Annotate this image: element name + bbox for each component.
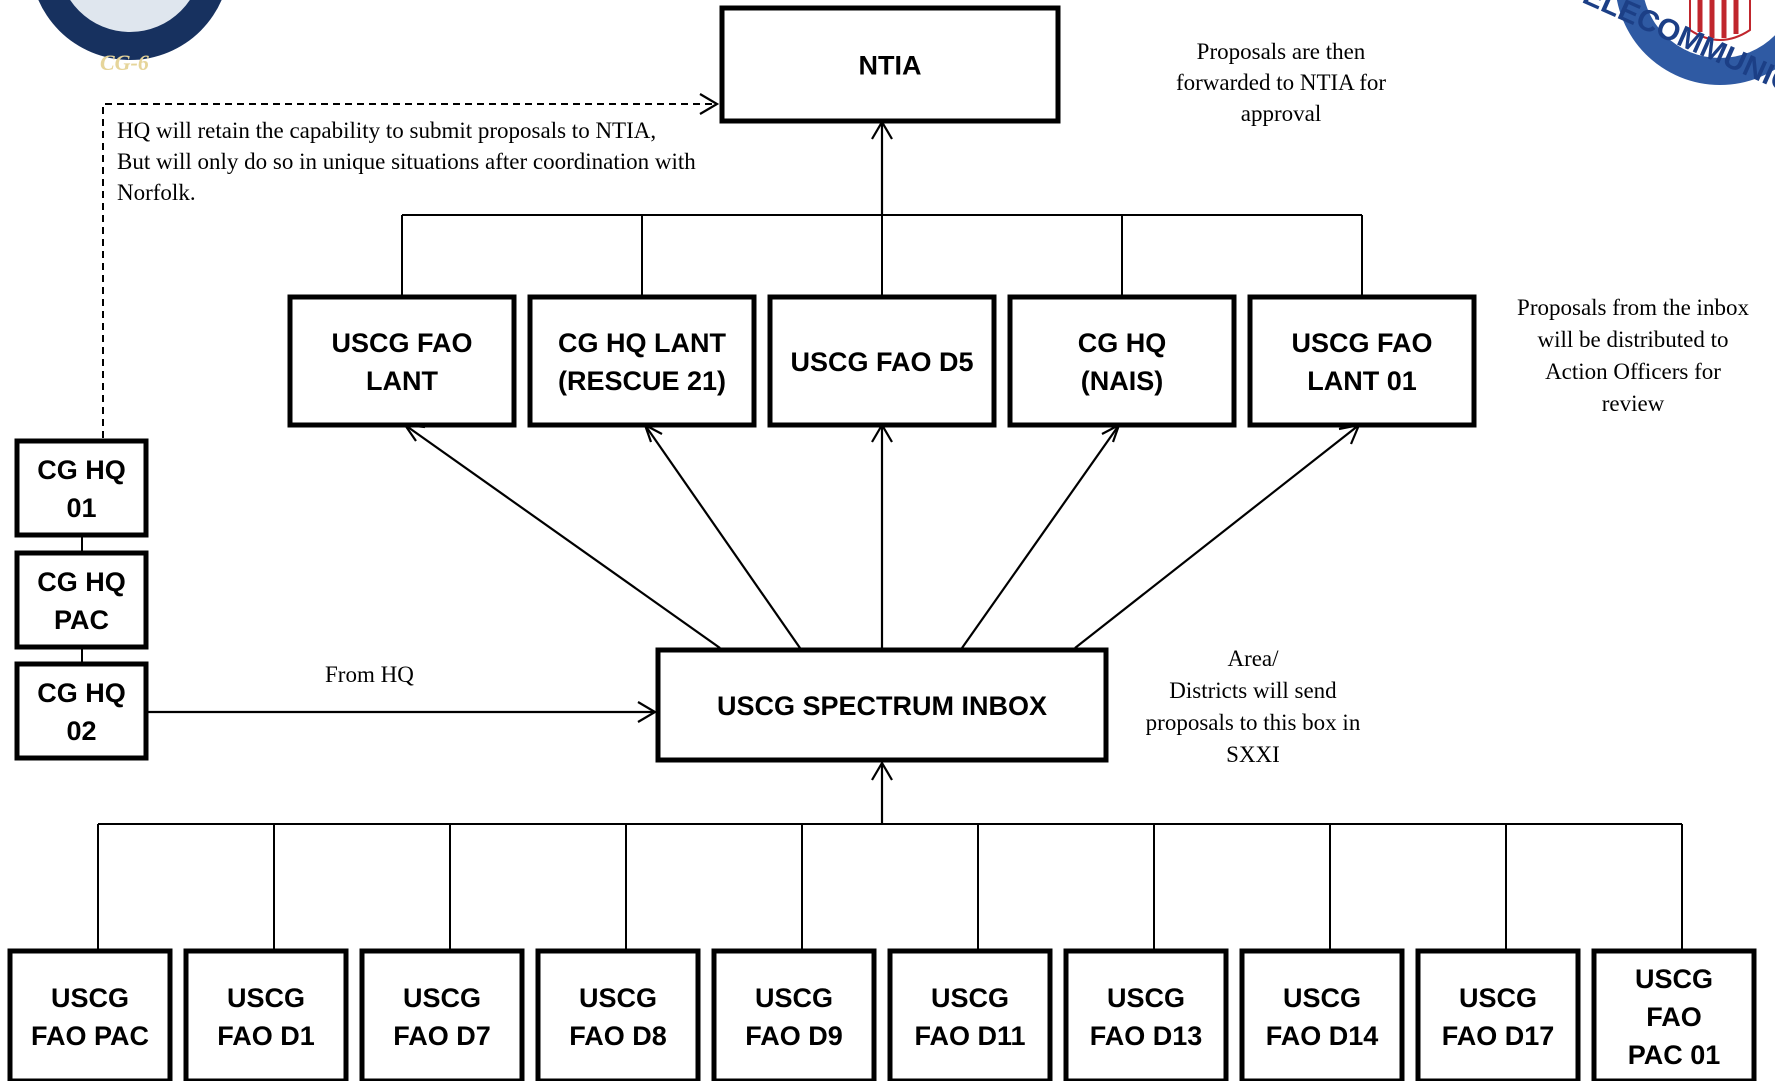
action-officer-box: CG HQ (NAIS) xyxy=(1007,294,1237,428)
hq-side-box-label-line: CG HQ xyxy=(37,678,126,708)
action-officer-box-label-line: USCG FAO D5 xyxy=(790,347,973,377)
inbox-to-officers-arrows xyxy=(402,422,1361,649)
hq-side-box: CG HQ 01 xyxy=(14,438,149,538)
hq-side-connectors xyxy=(81,93,720,723)
districts-to-inbox-connector xyxy=(97,760,1683,950)
spectrum-inbox-box-label-line: USCG SPECTRUM INBOX xyxy=(717,691,1047,721)
distributed-note-line: will be distributed to xyxy=(1537,327,1728,352)
district-fao-box-label-line: USCG xyxy=(1459,983,1537,1013)
district-fao-box: USCG FAO D8 xyxy=(535,948,701,1084)
district-fao-box-label-line: FAO D8 xyxy=(569,1021,667,1051)
forwarded-note: Proposals are then forwarded to NTIA for a… xyxy=(1176,39,1386,126)
forwarded-note-line: Proposals are then xyxy=(1197,39,1366,64)
from-hq-label: From HQ xyxy=(325,662,414,687)
district-fao-box-label-line: USCG xyxy=(51,983,129,1013)
hq-side-box-label-line: 02 xyxy=(66,716,96,746)
district-fao-box: USCG FAO D9 xyxy=(711,948,877,1084)
district-fao-box: USCG FAO D7 xyxy=(359,948,525,1084)
action-officer-box-label-line: CG HQ xyxy=(1078,328,1167,358)
district-fao-box-label-line: USCG xyxy=(1283,983,1361,1013)
districts-send-note-line: proposals to this box in xyxy=(1146,710,1361,735)
action-officer-box: USCG FAO LANT xyxy=(287,294,517,428)
action-officer-box: USCG FAO D5 xyxy=(767,294,997,428)
hq-side-box: CG HQ 02 xyxy=(14,661,149,761)
district-fao-box-label-line: FAO D13 xyxy=(1090,1021,1203,1051)
district-fao-box-label-line: USCG xyxy=(227,983,305,1013)
district-fao-box: USCG FAO D11 xyxy=(887,948,1053,1084)
districts-send-note: Area/Districts will send proposals to thi… xyxy=(1146,646,1361,767)
action-officer-box-label-line: (RESCUE 21) xyxy=(558,366,726,396)
hq-side-box-label-line: 01 xyxy=(66,493,96,523)
districts-send-note-line: Districts will send xyxy=(1169,678,1337,703)
distributed-note: Proposals from the inbox will be distribu… xyxy=(1517,295,1749,416)
hq-retain-note-line: HQ will retain the capability to submit … xyxy=(117,118,656,143)
cg6-badge-logo: CG-6 xyxy=(38,0,222,75)
action-officer-box-label-line: (NAIS) xyxy=(1081,366,1164,396)
district-fao-box: USCG FAO PAC xyxy=(7,948,173,1084)
district-fao-box-label-line: USCG xyxy=(1635,964,1713,994)
action-officer-box-label-line: LANT xyxy=(366,366,438,396)
action-officer-box: USCG FAO LANT 01 xyxy=(1247,294,1477,428)
notes-layer: HQ will retain the capability to submit … xyxy=(117,39,1749,767)
action-officer-box-label-line: LANT 01 xyxy=(1307,366,1417,396)
officer-to-ntia-connector xyxy=(401,119,1363,296)
district-fao-box-label-line: FAO xyxy=(1646,1002,1702,1032)
hq-retain-note-line: But will only do so in unique situations… xyxy=(117,149,696,174)
district-fao-box-label-line: USCG xyxy=(579,983,657,1013)
district-fao-box-label-line: FAO PAC xyxy=(31,1021,149,1051)
distributed-note-line: review xyxy=(1602,391,1665,416)
district-fao-box-label-line: FAO D17 xyxy=(1442,1021,1555,1051)
action-officer-box-label-line: USCG FAO xyxy=(1291,328,1432,358)
ntia-seal-logo: TELECOMMUNICATIONS xyxy=(1561,0,1775,146)
forwarded-note-line: forwarded to NTIA for xyxy=(1176,70,1386,95)
district-fao-box-label-line: USCG xyxy=(931,983,1009,1013)
districts-send-note-line: Area/ xyxy=(1227,646,1279,671)
action-officer-box: CG HQ LANT (RESCUE 21) xyxy=(527,294,757,428)
ntia-box-label-line: NTIA xyxy=(859,51,922,81)
district-fao-box-label-line: USCG xyxy=(403,983,481,1013)
district-fao-box-label-line: PAC 01 xyxy=(1628,1040,1721,1070)
district-fao-box: USCG FAO D17 xyxy=(1415,948,1581,1084)
district-fao-box: USCG FAO D13 xyxy=(1063,948,1229,1084)
boxes-layer: NTIA USCG FAO LANT CG HQ LANT (RESCUE 21) USC… xyxy=(7,5,1757,1084)
district-fao-box-label-line: FAO D9 xyxy=(745,1021,843,1051)
cg6-badge-text: CG-6 xyxy=(100,50,149,75)
distributed-note-line: Action Officers for xyxy=(1545,359,1721,384)
district-fao-box-label-line: FAO D14 xyxy=(1266,1021,1379,1051)
forwarded-note-line: approval xyxy=(1241,101,1321,126)
districts-send-note-line: SXXI xyxy=(1226,742,1280,767)
action-officer-box-label-line: CG HQ LANT xyxy=(558,328,726,358)
ntia-box: NTIA xyxy=(719,5,1061,124)
district-fao-box: USCG FAO D14 xyxy=(1239,948,1405,1084)
district-fao-box-label-line: FAO D7 xyxy=(393,1021,491,1051)
district-fao-box-label-line: FAO D1 xyxy=(217,1021,315,1051)
distributed-note-line: Proposals from the inbox xyxy=(1517,295,1749,320)
spectrum-inbox-box: USCG SPECTRUM INBOX xyxy=(655,647,1109,763)
district-fao-box-label-line: USCG xyxy=(755,983,833,1013)
hq-side-box-label-line: CG HQ xyxy=(37,567,126,597)
hq-retain-note: HQ will retain the capability to submit … xyxy=(117,118,696,205)
district-fao-box-label-line: FAO D11 xyxy=(914,1021,1025,1051)
district-fao-box-label-line: USCG xyxy=(1107,983,1185,1013)
district-fao-box: USCG FAO D1 xyxy=(183,948,349,1084)
hq-side-box-label-line: CG HQ xyxy=(37,455,126,485)
from-hq-label-line: From HQ xyxy=(325,662,414,687)
district-fao-box: USCG FAO PAC 01 xyxy=(1591,948,1757,1084)
hq-side-box-label-line: PAC xyxy=(54,605,109,635)
hq-side-box: CG HQ PAC xyxy=(14,550,149,650)
action-officer-box-label-line: USCG FAO xyxy=(331,328,472,358)
hq-retain-note-line: Norfolk. xyxy=(117,180,196,205)
